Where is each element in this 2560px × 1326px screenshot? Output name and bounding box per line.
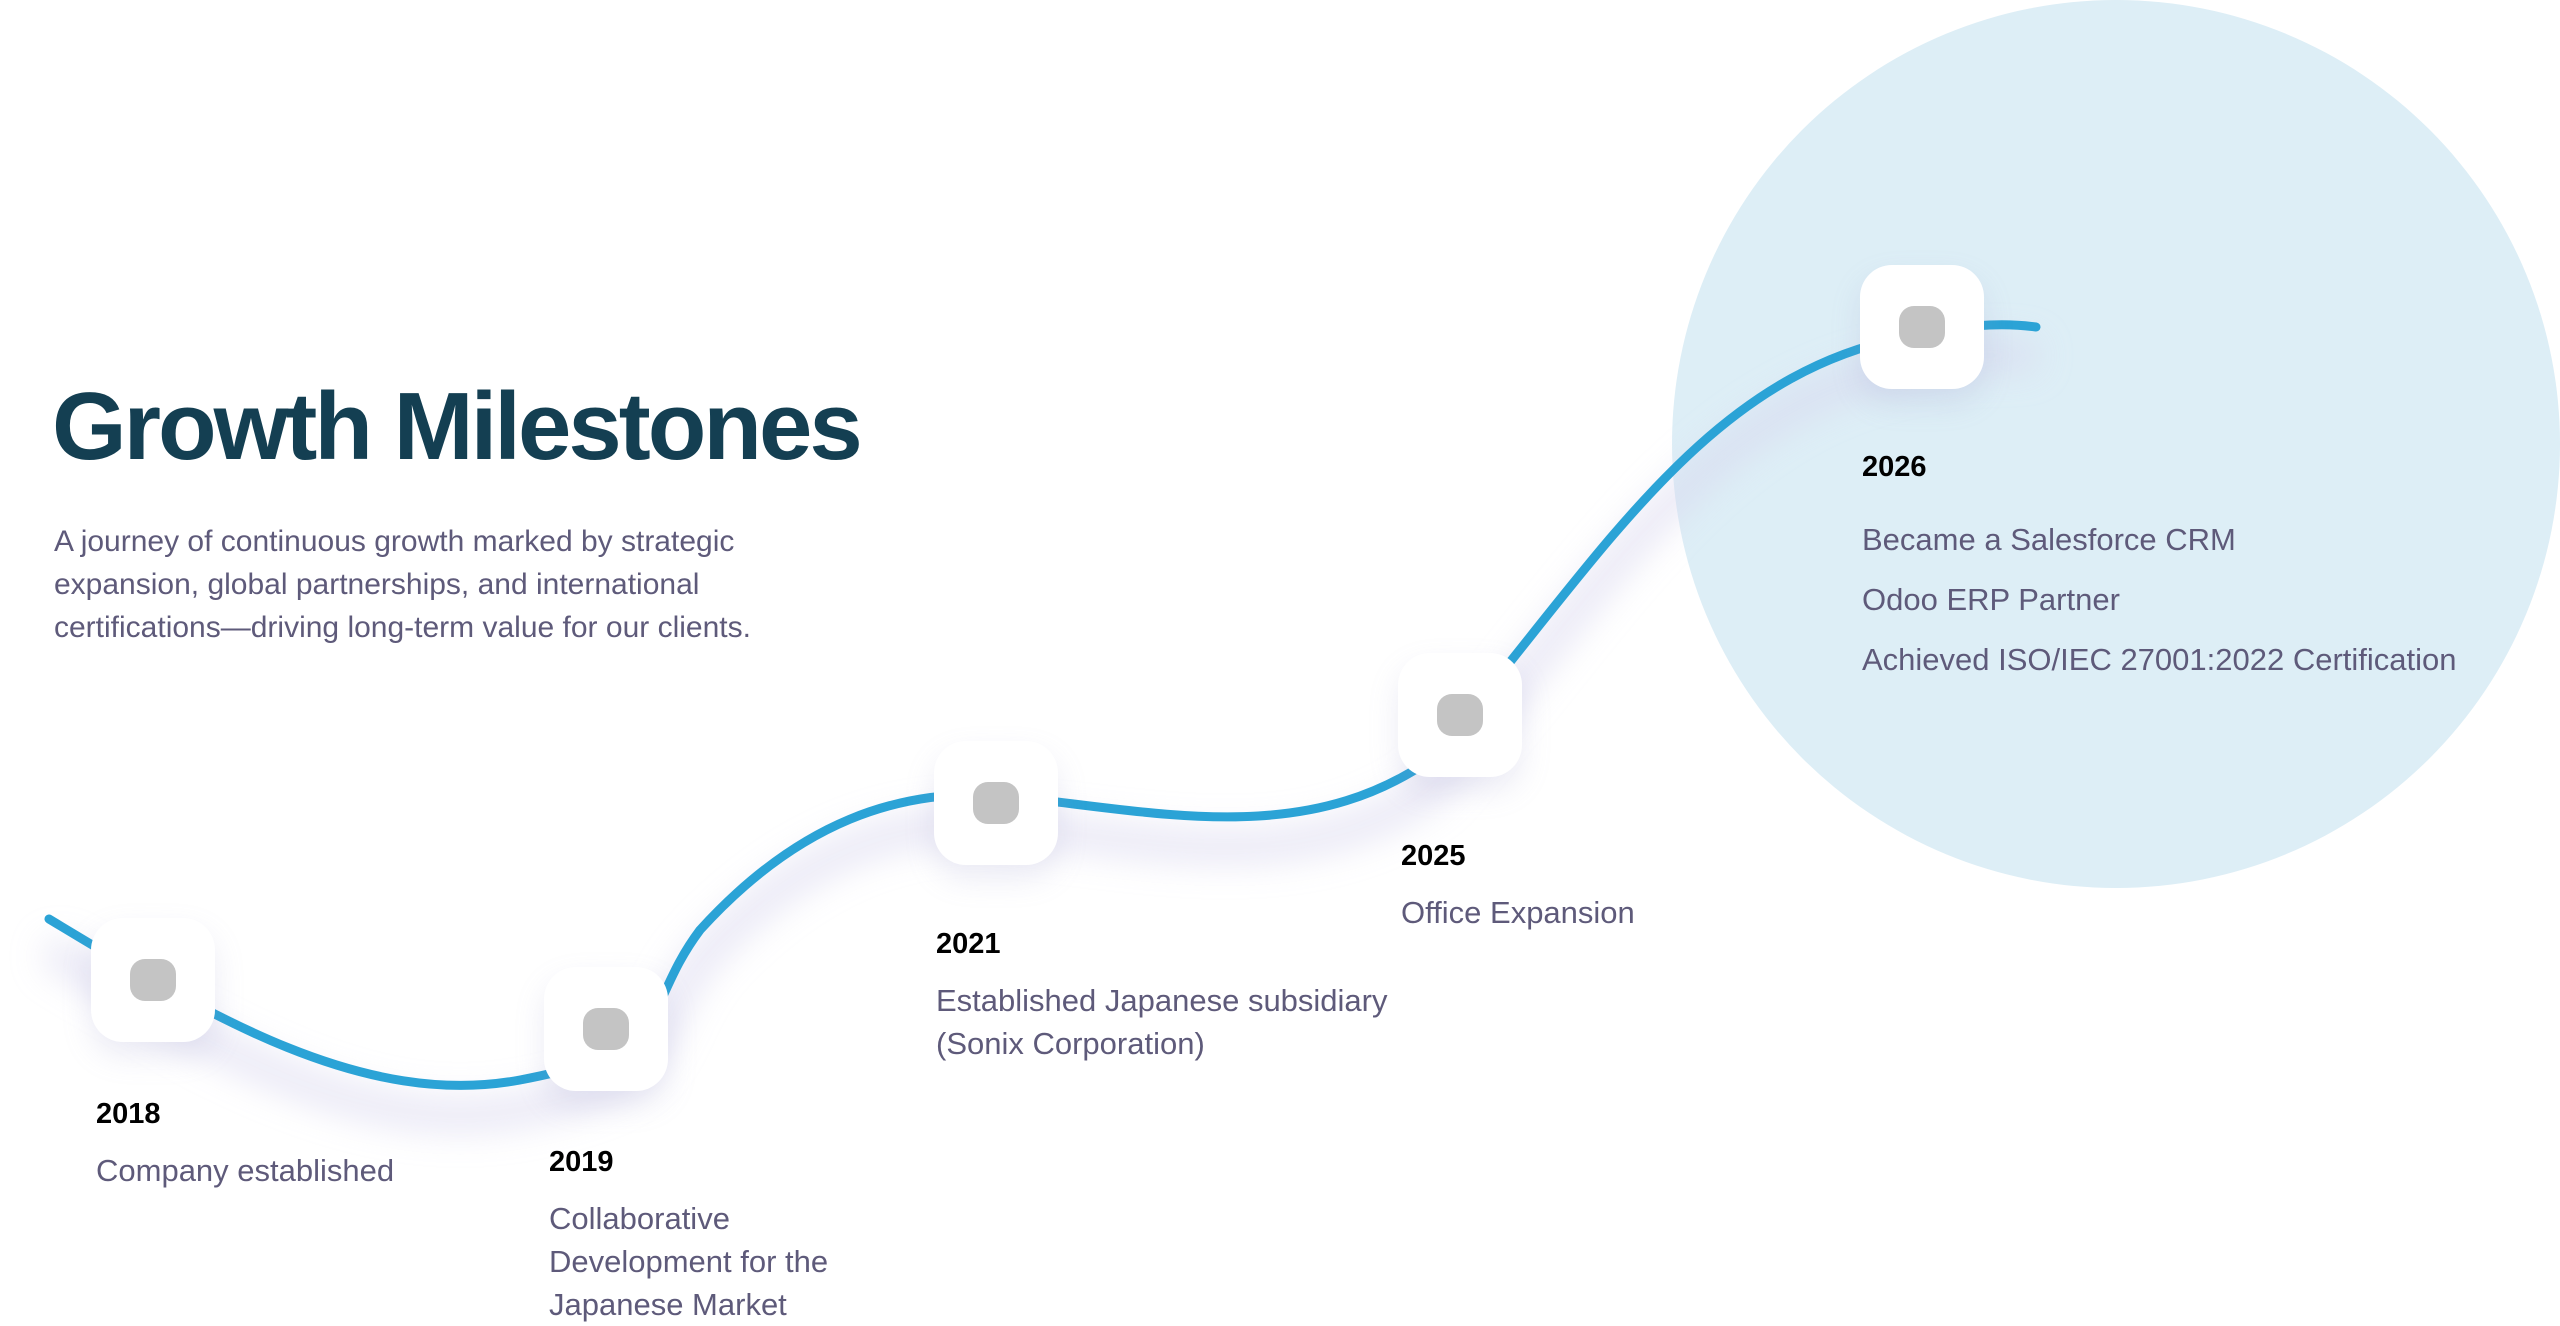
milestone-year: 2021 xyxy=(936,928,1001,960)
milestone-line: Became a Salesforce CRM xyxy=(1862,522,2236,557)
milestone-line: Collaborative xyxy=(549,1201,730,1236)
milestone-description: Established Japanese subsidiary (Sonix C… xyxy=(936,979,1388,1065)
milestone-2026: 2026 Became a Salesforce CRM Odoo ERP Pa… xyxy=(1862,451,2457,698)
milestone-dot-icon xyxy=(1437,694,1483,736)
milestone-2018: 2018 Company established xyxy=(96,1098,394,1192)
milestone-node-2018 xyxy=(91,918,215,1042)
intro-text: A journey of continuous growth marked by… xyxy=(54,525,751,644)
milestone-line: Established Japanese subsidiary xyxy=(936,983,1388,1018)
milestone-line: Development for the xyxy=(549,1244,829,1279)
milestone-description: Collaborative Development for the Japane… xyxy=(549,1197,828,1326)
milestone-dot-icon xyxy=(973,782,1019,824)
milestone-line: Odoo ERP Partner xyxy=(1862,582,2120,617)
milestone-line: (Sonix Corporation) xyxy=(936,1026,1205,1061)
milestone-year: 2019 xyxy=(549,1146,614,1178)
milestone-year: 2018 xyxy=(96,1098,161,1130)
milestone-2019: 2019 Collaborative Development for the J… xyxy=(549,1146,828,1326)
milestone-node-2021 xyxy=(934,741,1058,865)
milestone-year: 2026 xyxy=(1862,451,1927,483)
milestone-node-2019 xyxy=(544,967,668,1091)
milestone-line: Japanese Market xyxy=(549,1287,787,1322)
milestone-description: Company established xyxy=(96,1153,395,1188)
highlight-circle xyxy=(1672,0,2560,888)
milestone-description: Became a Salesforce CRM Odoo ERP Partner… xyxy=(1862,518,2457,681)
milestone-dot-icon xyxy=(1899,306,1945,348)
milestone-2025: 2025 Office Expansion xyxy=(1401,840,1635,934)
milestone-2021: 2021 Established Japanese subsidiary (So… xyxy=(936,928,1388,1065)
page-title: Growth Milestones xyxy=(52,373,863,480)
milestone-year: 2025 xyxy=(1401,840,1466,872)
milestone-dot-icon xyxy=(130,959,176,1001)
milestone-node-2026 xyxy=(1860,265,1984,389)
milestone-dot-icon xyxy=(583,1008,629,1050)
milestone-line: Achieved ISO/IEC 27001:2022 Certificatio… xyxy=(1862,642,2457,677)
milestone-node-2025 xyxy=(1398,653,1522,777)
milestone-description: Office Expansion xyxy=(1401,895,1635,930)
